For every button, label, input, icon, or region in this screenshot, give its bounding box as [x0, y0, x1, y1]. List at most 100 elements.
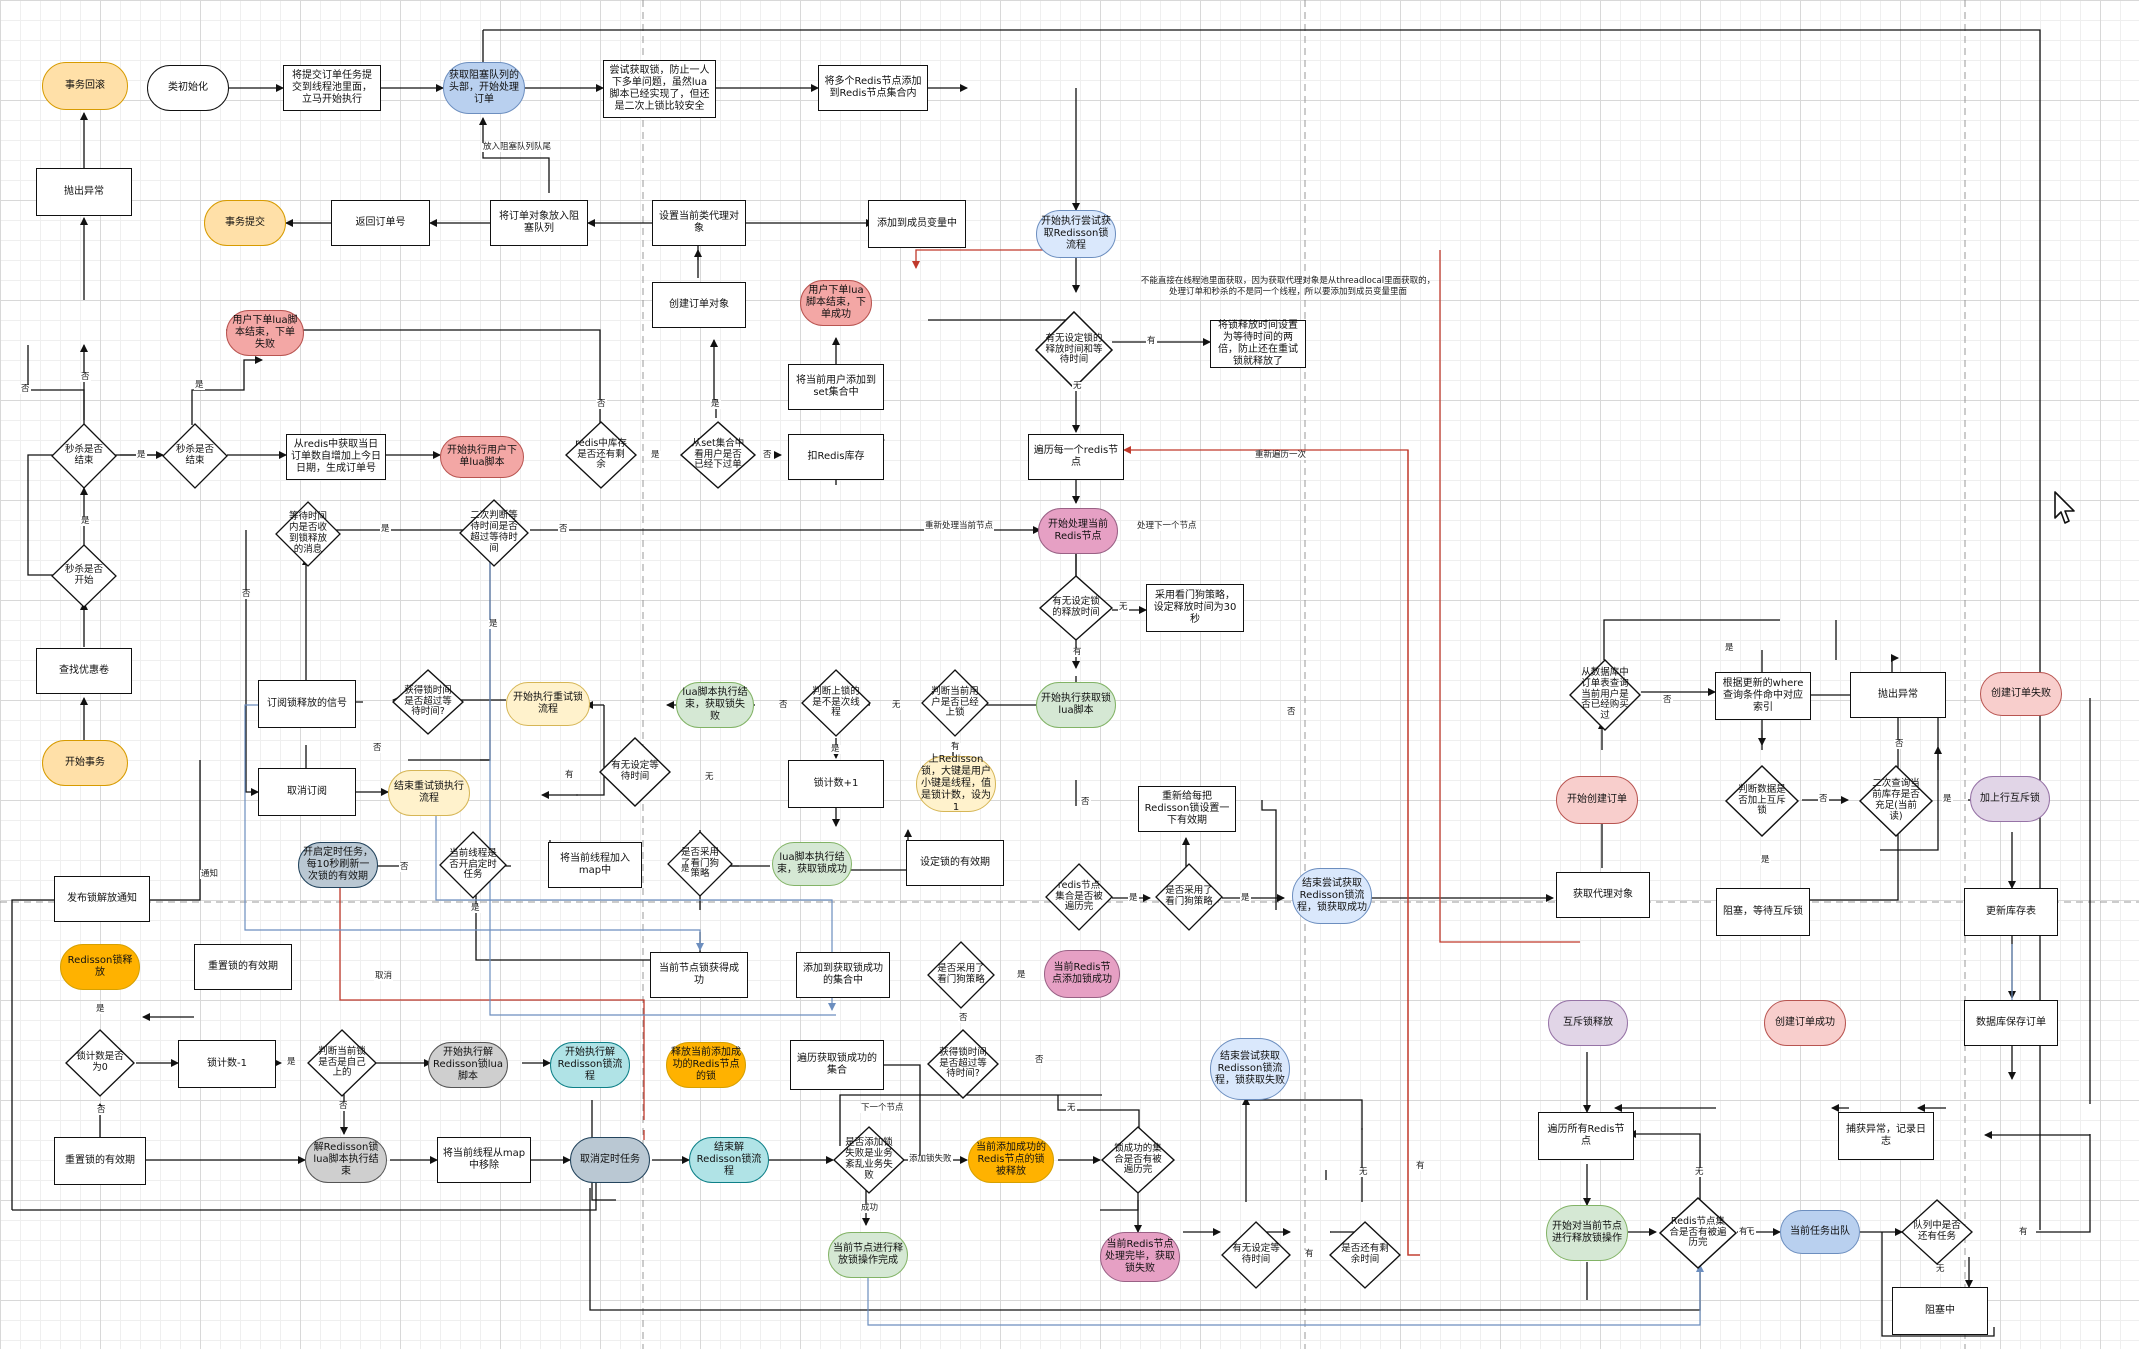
node-label: 创建订单成功	[1775, 1017, 1835, 1028]
node-label: 判断上锁的是不是次线程	[812, 685, 860, 719]
node-label: 重置锁的有效期	[208, 961, 278, 972]
edge-label-no: 否	[958, 1013, 969, 1024]
edge-label-handle-next: 处理下一个节点	[1136, 521, 1198, 532]
node-label: 扣Redis库存	[807, 451, 865, 462]
find-coupon-node: 查找优惠卷	[36, 648, 132, 694]
set-ttl-node: 设定锁的有效期	[906, 840, 1004, 886]
node-label: 二次判断等待时间是否超过等待时间	[470, 510, 518, 554]
edge-label-have: 有	[1304, 1249, 1315, 1260]
edge-label-yes: 是	[710, 399, 721, 410]
edge-label-none: 无	[1935, 1264, 1946, 1275]
edge-label-yes: 是	[194, 380, 205, 391]
reset-ttl-node-3: 重置锁的有效期	[54, 1137, 146, 1185]
edge-label-yes: 是	[380, 524, 391, 535]
node-label: 重新给每把Redisson锁设置一下有效期	[1144, 791, 1230, 826]
edge-label-no: 否	[338, 1101, 349, 1112]
time-remaining-decision: 是否还有剩余时间	[1329, 1221, 1401, 1289]
edge-label-no: 否	[20, 384, 31, 395]
node-label: 返回订单号	[355, 217, 406, 228]
node-label: 锁计数-1	[207, 1058, 247, 1069]
node-label: 开始执行解Redisson锁lua脚本	[433, 1047, 503, 1082]
edge-label-yes: 是	[136, 450, 147, 461]
lock-count-inc-node: 锁计数+1	[788, 760, 884, 808]
node-label: 有无设定锁的释放时间和等待时间	[1045, 332, 1103, 366]
watchdog-decision-1: 是否采用了看门狗策略	[667, 831, 733, 897]
node-label: Redisson锁释放	[67, 955, 133, 978]
mutex-lock-decision: 判断数据是否加上互斥锁	[1724, 765, 1800, 837]
node-label: 采用看门狗策略，设定释放时间为30秒	[1153, 590, 1237, 625]
lock-acquire-success-node: 结束尝试获取Redisson锁流程，锁获取成功	[1292, 868, 1372, 924]
edge-label-no: 否	[372, 743, 383, 754]
node-label: 重置锁的有效期	[65, 1155, 135, 1166]
node-lock-success-node: 当前节点锁获得成功	[650, 952, 748, 998]
throw-exception-node-2: 抛出异常	[1850, 672, 1946, 718]
node-label: 用户下单lua脚本结束，下单失败	[232, 315, 298, 350]
watchdog-decision-3: 是否采用了看门狗策略	[927, 941, 995, 1009]
edge-label-none: 无	[704, 772, 715, 783]
user-locked-decision: 判断当前用户是否已经上锁	[921, 669, 989, 737]
edge-label-yes: 是	[80, 516, 91, 527]
node-label: redis节点集合是否被遍历完	[1055, 879, 1103, 913]
where-index-node: 根据更新的where查询条件命中对应索引	[1715, 672, 1811, 720]
edge-label-next-node: 下一个节点	[860, 1103, 905, 1114]
node-label: 遍历获取锁成功的集合	[797, 1053, 877, 1076]
set-proxy-node: 设置当前类代理对象	[652, 200, 746, 246]
node-label: 抛出异常	[1878, 689, 1918, 700]
start-node-release-node: 开始对当前节点进行释放锁操作	[1546, 1205, 1628, 1261]
node-label: lua脚本执行结束，获取锁成功	[777, 852, 847, 875]
edge-label-yes: 是	[1016, 970, 1027, 981]
node-label: 根据更新的where查询条件命中对应索引	[1722, 678, 1804, 713]
unsubscribe-node: 取消订阅	[258, 768, 356, 816]
node-label: 开始创建订单	[1567, 794, 1627, 805]
edge-label-yes: 是	[830, 744, 841, 755]
stock-remaining-decision: redis中库存是否还有剩余	[565, 421, 637, 489]
throw-exception-node: 抛出异常	[36, 168, 132, 216]
edge-label-no: 否	[1080, 797, 1091, 808]
lock-acquire-fail-node: 结束尝试获取Redisson锁流程，锁获取失败	[1210, 1038, 1290, 1100]
node-label: 开始执行用户下单lua脚本	[447, 445, 517, 468]
success-set-done-decision: 锁成功的集合是否有被遍历完	[1100, 1126, 1176, 1194]
node-label: 结束尝试获取Redisson锁流程，锁获取成功	[1297, 878, 1367, 913]
deduct-stock-node: 扣Redis库存	[788, 434, 884, 480]
edge-label-no: 否	[1894, 739, 1905, 750]
node-label: 开始处理当前Redis节点	[1048, 519, 1108, 542]
edge-label-cancel: 取消	[374, 971, 394, 982]
proxy-annotation: 不能直接在线程池里面获取，因为获取代理对象是从threadlocal里面获取的，…	[1140, 276, 1436, 297]
return-order-id-node: 返回订单号	[331, 200, 430, 246]
edge-label-no: 否	[762, 450, 773, 461]
node-label: 添加到成员变量中	[877, 218, 957, 229]
add-user-set-node: 将当前用户添加到set集合中	[788, 364, 884, 410]
node-label: 当前任务出队	[1790, 1226, 1850, 1237]
node-label: 获得锁时间是否超过等待时间?	[404, 684, 452, 718]
edge-label-none: 无	[1694, 1167, 1705, 1178]
node-label: 有无设定等待时间	[1232, 1243, 1280, 1265]
edge-label-no: 否	[1034, 1055, 1045, 1066]
wait-release-msg-decision: 等待时间内是否收到锁释放的消息	[275, 501, 341, 567]
node-label: 解Redisson锁lua脚本执行结束	[313, 1142, 379, 1177]
node-label: 当前Redis节点处理完毕，获取锁失败	[1105, 1239, 1175, 1274]
edge-label-yes: 是	[1128, 893, 1139, 904]
node-label: 将当前线程从map中移除	[442, 1148, 526, 1171]
node-label: 判断数据是否加上互斥锁	[1738, 783, 1786, 817]
redisson-release-node: Redisson锁释放	[60, 944, 140, 990]
user-ordered-decision: 从set集合中看用户是否已经下过单	[679, 421, 757, 489]
submit-task-node: 将提交订单任务提交到线程池里面，立马开始执行	[283, 65, 381, 111]
wait-exceeded-decision-1: 获得锁时间是否超过等待时间?	[392, 669, 464, 735]
thread-task-decision: 当前线程是否开启定时任务	[439, 831, 507, 899]
node-label: 锁计数+1	[813, 778, 859, 789]
subscribe-release-node: 订阅锁释放的信号	[258, 680, 356, 728]
node-label: 有无设定等待时间	[611, 760, 659, 782]
node-label: 将提交订单任务提交到线程池里面，立马开始执行	[292, 70, 372, 105]
edge-label-no: 否	[1662, 695, 1673, 706]
edge-label-add-fail: 添加锁失败	[908, 1154, 953, 1165]
own-lock-decision: 判断当前锁是否是自己上的	[307, 1029, 377, 1097]
node-label: 将锁释放时间设置为等待时间的两倍，防止还在重试锁就释放了	[1218, 320, 1298, 367]
mutex-release-node: 互斥锁释放	[1548, 1000, 1628, 1046]
node-label: 是否采用了看门狗策略	[1165, 885, 1213, 907]
process-redis-node: 开始处理当前Redis节点	[1038, 508, 1118, 554]
wait-time-set-decision: 有无设定等待时间	[599, 737, 671, 807]
edge-label-have: 有	[950, 742, 961, 753]
edge-label-yes: 是	[95, 1004, 106, 1015]
node-label: 事务提交	[225, 217, 265, 228]
edge-label-none: 无	[1745, 1227, 1756, 1238]
